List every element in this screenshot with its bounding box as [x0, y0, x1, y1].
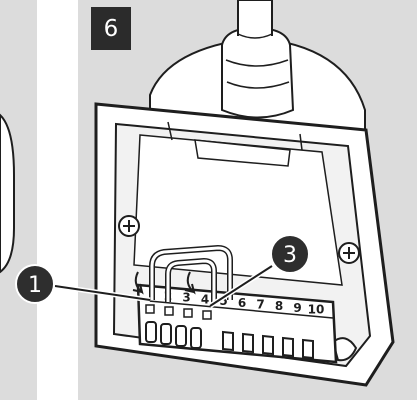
terminal-front-screws	[145, 321, 314, 360]
jumper-wire-outer	[149, 244, 233, 300]
mounting-screw-right	[338, 242, 360, 264]
clip-tab	[331, 337, 358, 362]
callout-1: 1	[15, 264, 151, 304]
step-number-badge: 6	[91, 7, 131, 50]
callout-1-label: 1	[28, 273, 42, 298]
insertion-arrows	[132, 271, 196, 295]
callout-3-label: 3	[283, 243, 297, 268]
terminal-number-8: 8	[275, 299, 283, 313]
terminal-number-7: 7	[256, 298, 264, 312]
terminal-number-5: 5	[219, 294, 227, 308]
previous-step-panel	[0, 0, 37, 400]
terminal-number-9: 9	[293, 301, 301, 315]
terminal-number-3: 3	[182, 291, 190, 305]
terminal-number-4: 4	[201, 292, 209, 306]
jumper-wire-inner	[165, 257, 217, 304]
rotary-knob	[221, 0, 295, 119]
terminal-number-10: 10	[308, 303, 325, 317]
mounting-screw-left	[118, 215, 140, 237]
terminal-number-6: 6	[238, 296, 246, 310]
terminal-top-openings	[145, 304, 212, 320]
callout-3: 3	[208, 234, 310, 309]
